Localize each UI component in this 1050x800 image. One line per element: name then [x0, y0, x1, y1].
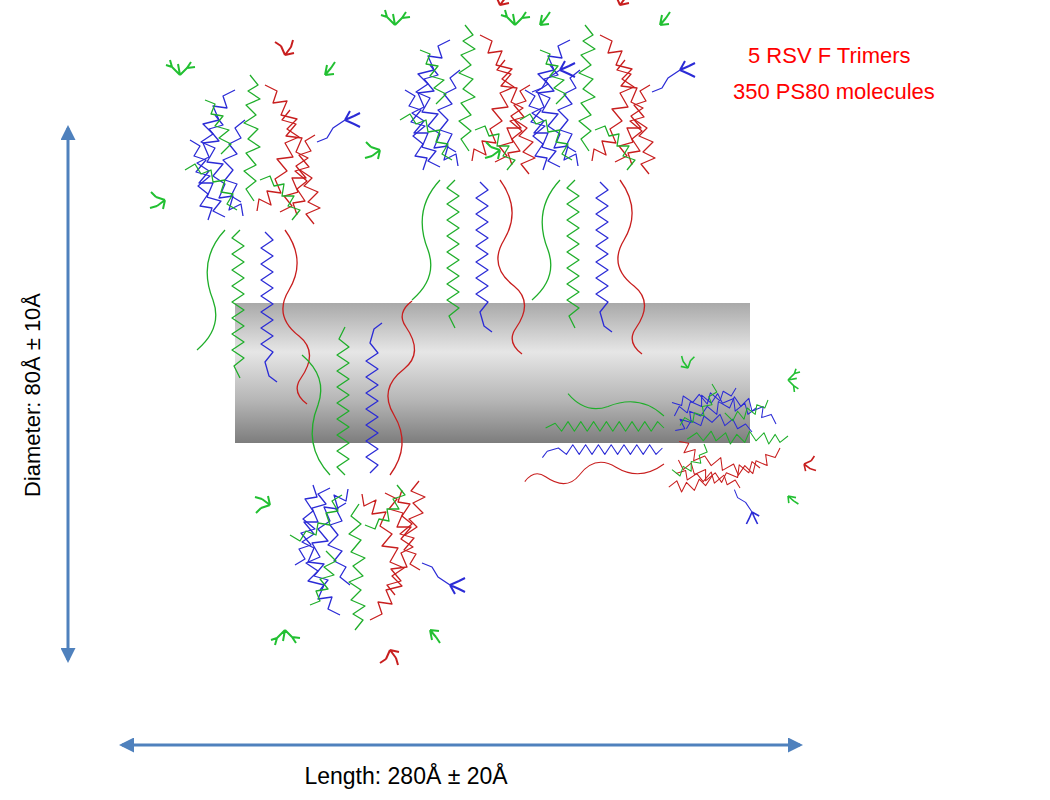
protein-trimer: [150, 40, 360, 404]
annotation-text: 5 RSV F Trimers: [748, 43, 911, 68]
annotation-text: 350 PS80 molecules: [733, 79, 935, 104]
dimension-arrow: [67, 128, 70, 660]
protein-trimer: [365, 0, 575, 354]
protein-trimer: [485, 0, 695, 354]
dimension-label: Length: 280Å ± 20Å: [304, 763, 507, 789]
dimension-arrow: [122, 744, 800, 747]
micelle-cylinder: [235, 303, 750, 443]
protein-trimer: [255, 301, 465, 665]
dimension-label: Diameter: 80Å ± 10Å: [20, 293, 45, 497]
protein-trimer: [525, 356, 816, 524]
